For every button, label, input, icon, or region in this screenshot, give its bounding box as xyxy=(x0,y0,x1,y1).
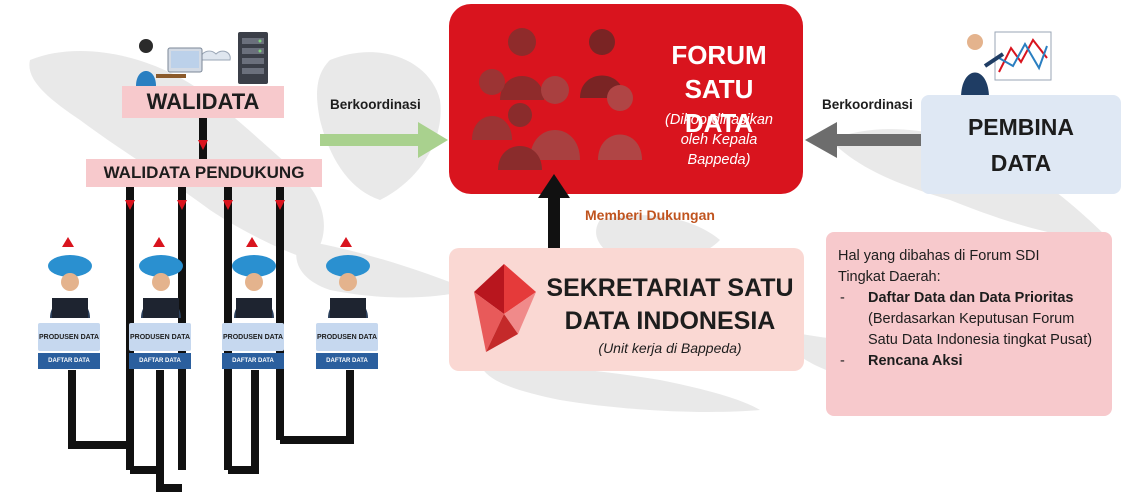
agenda-item1-bold: Daftar Data dan Data Prioritas xyxy=(868,290,1074,306)
daftar-data-stack: DAFTAR DATA xyxy=(129,353,191,369)
agenda-item1-rest: (Berdasarkan Keputusan Forum Satu Data I… xyxy=(868,311,1093,348)
produsen-unit-3: PRODUSEN DATA DAFTAR DATA xyxy=(222,252,286,369)
sdi-logo-icon xyxy=(474,264,536,352)
pembina-line2: DATA xyxy=(990,149,1052,176)
arrow-gray xyxy=(805,122,921,158)
memberi-dukungan-label: Memberi Dukungan xyxy=(585,207,715,223)
walidata-box: WALIDATA xyxy=(122,86,284,118)
walidata-pendukung-box: WALIDATA PENDUKUNG xyxy=(86,159,322,187)
forum-agenda-box: Hal yang dibahas di Forum SDI Tingkat Da… xyxy=(826,232,1112,416)
forum-title-line1: FORUM xyxy=(671,40,767,70)
sekretariat-line2: DATA INDONESIA xyxy=(564,307,776,335)
forum-subtitle: (Dikoordinasikan oleh Kepala Bappeda) xyxy=(665,112,773,168)
produsen-unit-1: PRODUSEN DATA DAFTAR DATA xyxy=(38,252,102,369)
daftar-data-stack: DAFTAR DATA xyxy=(222,353,284,369)
walidata-illustration xyxy=(136,32,268,86)
forum-title-line2: SATU DATA xyxy=(684,74,754,138)
agenda-item2-bold: Rencana Aksi xyxy=(868,353,963,369)
sekretariat-title: SEKRETARIAT SATU DATA INDONESIA xyxy=(542,272,798,338)
cloud-user-icon xyxy=(48,255,92,318)
agenda-intro-line2: Tingkat Daerah: xyxy=(838,269,941,285)
daftar-data-stack: DAFTAR DATA xyxy=(316,353,378,369)
produsen-label: PRODUSEN DATA xyxy=(38,323,100,351)
agenda-intro-line1: Hal yang dibahas di Forum SDI xyxy=(838,248,1040,264)
meeting-people-icon xyxy=(472,28,642,170)
walidata-label: WALIDATA xyxy=(146,89,260,114)
sekretariat-line1: SEKRETARIAT SATU xyxy=(546,274,794,302)
pembina-line1: PEMBINA xyxy=(967,113,1075,140)
koordinasi-left-label: Berkoordinasi xyxy=(330,97,421,112)
agenda-item: Rencana Aksi xyxy=(838,351,1100,372)
arrow-up-black xyxy=(538,174,570,248)
sekretariat-subtitle: (Unit kerja di Bappeda) xyxy=(598,340,742,356)
arrow-green xyxy=(320,122,448,158)
cloud-user-icon xyxy=(139,255,183,318)
walidata-pendukung-label: WALIDATA PENDUKUNG xyxy=(103,163,305,182)
produsen-label: PRODUSEN DATA xyxy=(222,323,284,351)
produsen-unit-2: PRODUSEN DATA DAFTAR DATA xyxy=(129,252,193,369)
pembina-data-box: PEMBINA DATA xyxy=(921,95,1121,194)
daftar-data-stack: DAFTAR DATA xyxy=(38,353,100,369)
forum-title: FORUM SATU DATA xyxy=(650,38,788,140)
produsen-label: PRODUSEN DATA xyxy=(129,323,191,351)
produsen-unit-4: PRODUSEN DATA DAFTAR DATA xyxy=(316,252,380,369)
cloud-user-icon xyxy=(232,255,276,318)
agenda-list: Daftar Data dan Data Prioritas (Berdasar… xyxy=(838,288,1100,372)
produsen-label: PRODUSEN DATA xyxy=(316,323,378,351)
agenda-item: Daftar Data dan Data Prioritas (Berdasar… xyxy=(838,288,1100,351)
koordinasi-right-label: Berkoordinasi xyxy=(822,97,913,112)
presenter-chart-icon xyxy=(961,31,1052,98)
cloud-user-icon xyxy=(326,255,370,318)
